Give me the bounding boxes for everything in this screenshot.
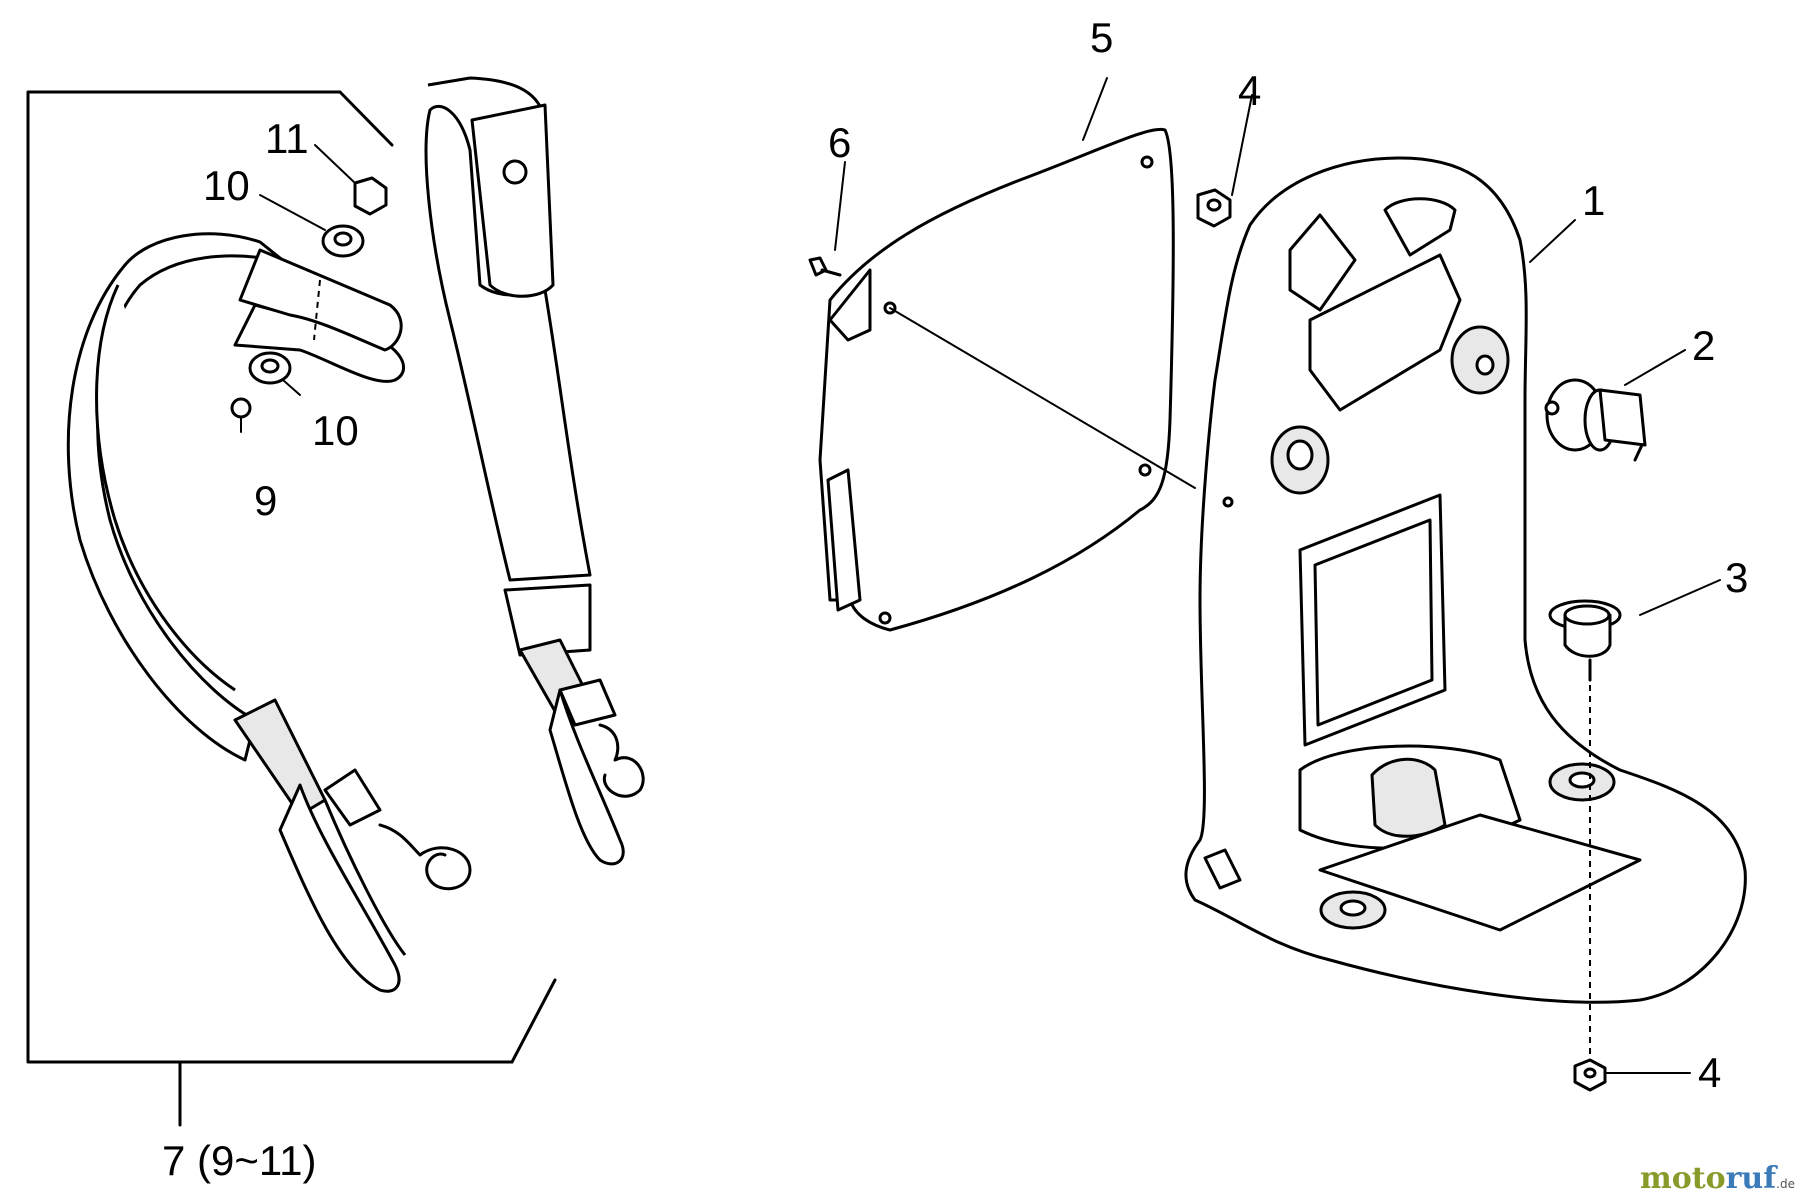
label-part-11: 11 xyxy=(265,115,309,162)
backpack-frame xyxy=(1184,156,1747,1004)
label-part-6: 6 xyxy=(828,119,851,166)
washer-10-upper xyxy=(321,224,365,258)
left-shoulder-strap xyxy=(66,232,472,993)
back-pad xyxy=(818,127,1196,632)
mount-3 xyxy=(1548,599,1622,1065)
washer-10-lower xyxy=(248,351,292,385)
label-part-10-lower: 10 xyxy=(312,407,359,454)
label-part-4-bottom: 4 xyxy=(1698,1049,1721,1096)
right-shoulder-strap xyxy=(424,76,645,866)
screw-9 xyxy=(230,397,252,433)
nut-11 xyxy=(353,176,388,216)
label-part-2: 2 xyxy=(1692,322,1715,369)
nut-4-bottom xyxy=(1573,1058,1607,1092)
label-part-9: 9 xyxy=(254,477,277,524)
label-part-4-top: 4 xyxy=(1238,67,1261,114)
bushing-2 xyxy=(1544,378,1647,462)
watermark-part1: moto xyxy=(1640,1161,1726,1196)
nut-4-top xyxy=(1196,188,1232,228)
label-part-10-upper: 10 xyxy=(203,162,250,209)
leader-lines xyxy=(259,77,1721,1074)
label-part-3: 3 xyxy=(1725,554,1748,601)
watermark-logo: motoruf.de xyxy=(1640,1161,1795,1196)
label-part-5: 5 xyxy=(1090,14,1113,61)
label-part-7: 7 (9~11) xyxy=(162,1137,317,1184)
svg-text:motoruf.de: motoruf.de xyxy=(1640,1161,1795,1196)
callout-labels: 1 2 3 4 4 5 6 7 (9~11) 9 10 10 11 xyxy=(162,14,1748,1184)
kit-bracket xyxy=(26,90,557,1127)
watermark-part2: ruf xyxy=(1726,1161,1779,1196)
watermark-suffix: .de xyxy=(1776,1177,1795,1191)
label-part-1: 1 xyxy=(1582,177,1605,224)
screw-6 xyxy=(808,256,842,277)
